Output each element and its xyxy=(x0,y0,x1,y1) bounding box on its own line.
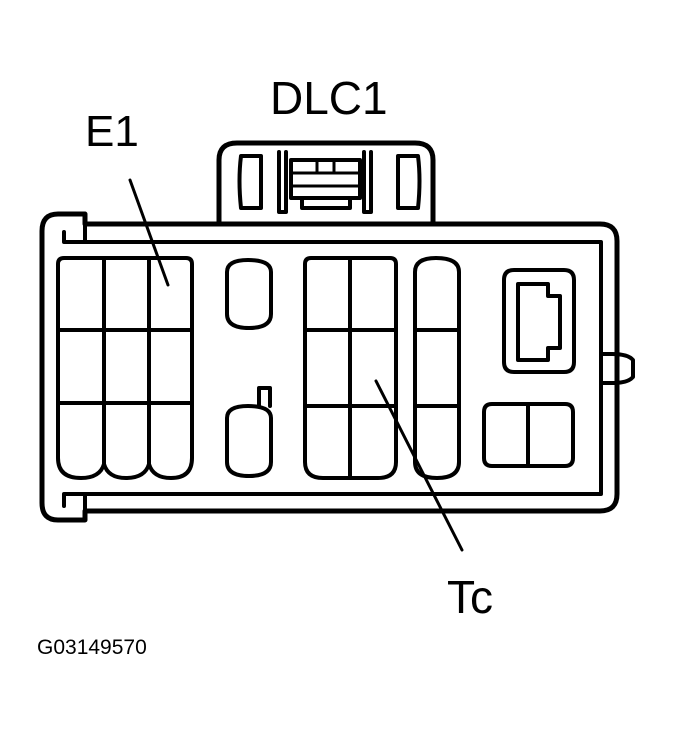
lock-socket xyxy=(502,268,576,374)
connector-title: DLC1 xyxy=(270,72,388,124)
connector-housing xyxy=(39,211,620,523)
connector-latch xyxy=(216,140,436,227)
terminal-pair-lower-right xyxy=(482,402,575,468)
terminal-key-tab xyxy=(257,386,272,408)
tc-leader-line xyxy=(374,379,464,552)
tc-callout-label: Tc xyxy=(447,571,493,623)
terminal-small-upper xyxy=(225,258,273,330)
terminal-block-left xyxy=(56,256,194,480)
e1-callout-label: E1 xyxy=(85,107,139,156)
terminal-small-lower xyxy=(225,404,273,478)
figure-id: G03149570 xyxy=(37,636,147,659)
terminal-column-right xyxy=(413,256,461,480)
terminal-block-center xyxy=(303,256,398,480)
side-tab xyxy=(599,352,635,385)
e1-leader-line xyxy=(128,178,170,287)
